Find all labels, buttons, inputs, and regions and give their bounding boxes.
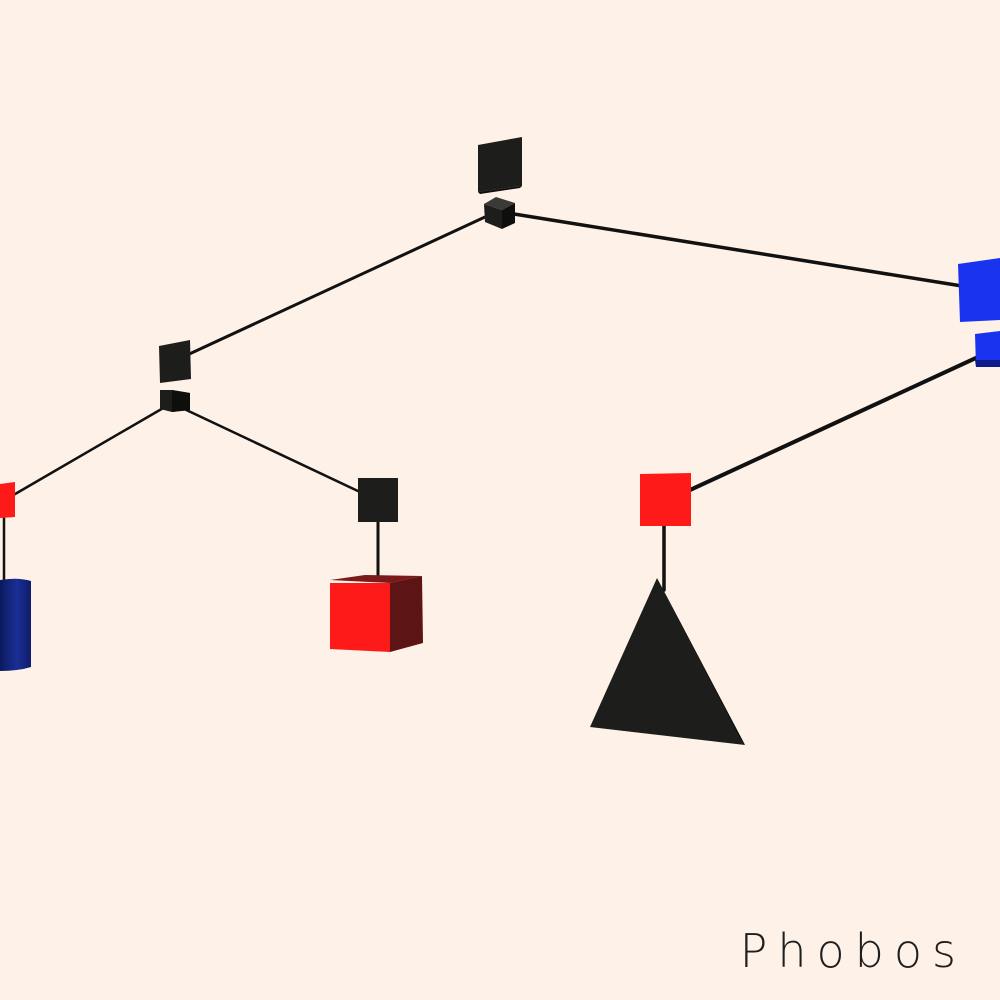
blue-cube-right[interactable] — [958, 258, 1000, 322]
black-cube-middle[interactable] — [358, 478, 398, 522]
blue-cylinder[interactable] — [0, 578, 31, 671]
phobos-watermark: Phobos — [739, 924, 966, 978]
link-root-to-blue — [512, 212, 964, 288]
root-black-joint[interactable] — [484, 197, 515, 229]
red-cube-large[interactable] — [330, 575, 423, 652]
blue-joint-right[interactable] — [975, 331, 1000, 367]
red-cube-right[interactable] — [640, 473, 691, 526]
tree-links — [2, 212, 980, 592]
link-left-to-black — [178, 405, 362, 494]
red-cube-far-left[interactable] — [0, 482, 15, 518]
link-left-to-red — [8, 405, 167, 499]
link-root-to-left — [183, 215, 487, 358]
root-black-cube[interactable] — [478, 137, 522, 194]
black-cone[interactable] — [590, 578, 745, 745]
link-blue-to-red — [688, 355, 980, 492]
left-black-joint[interactable] — [160, 390, 190, 412]
left-black-cube[interactable] — [159, 340, 191, 383]
